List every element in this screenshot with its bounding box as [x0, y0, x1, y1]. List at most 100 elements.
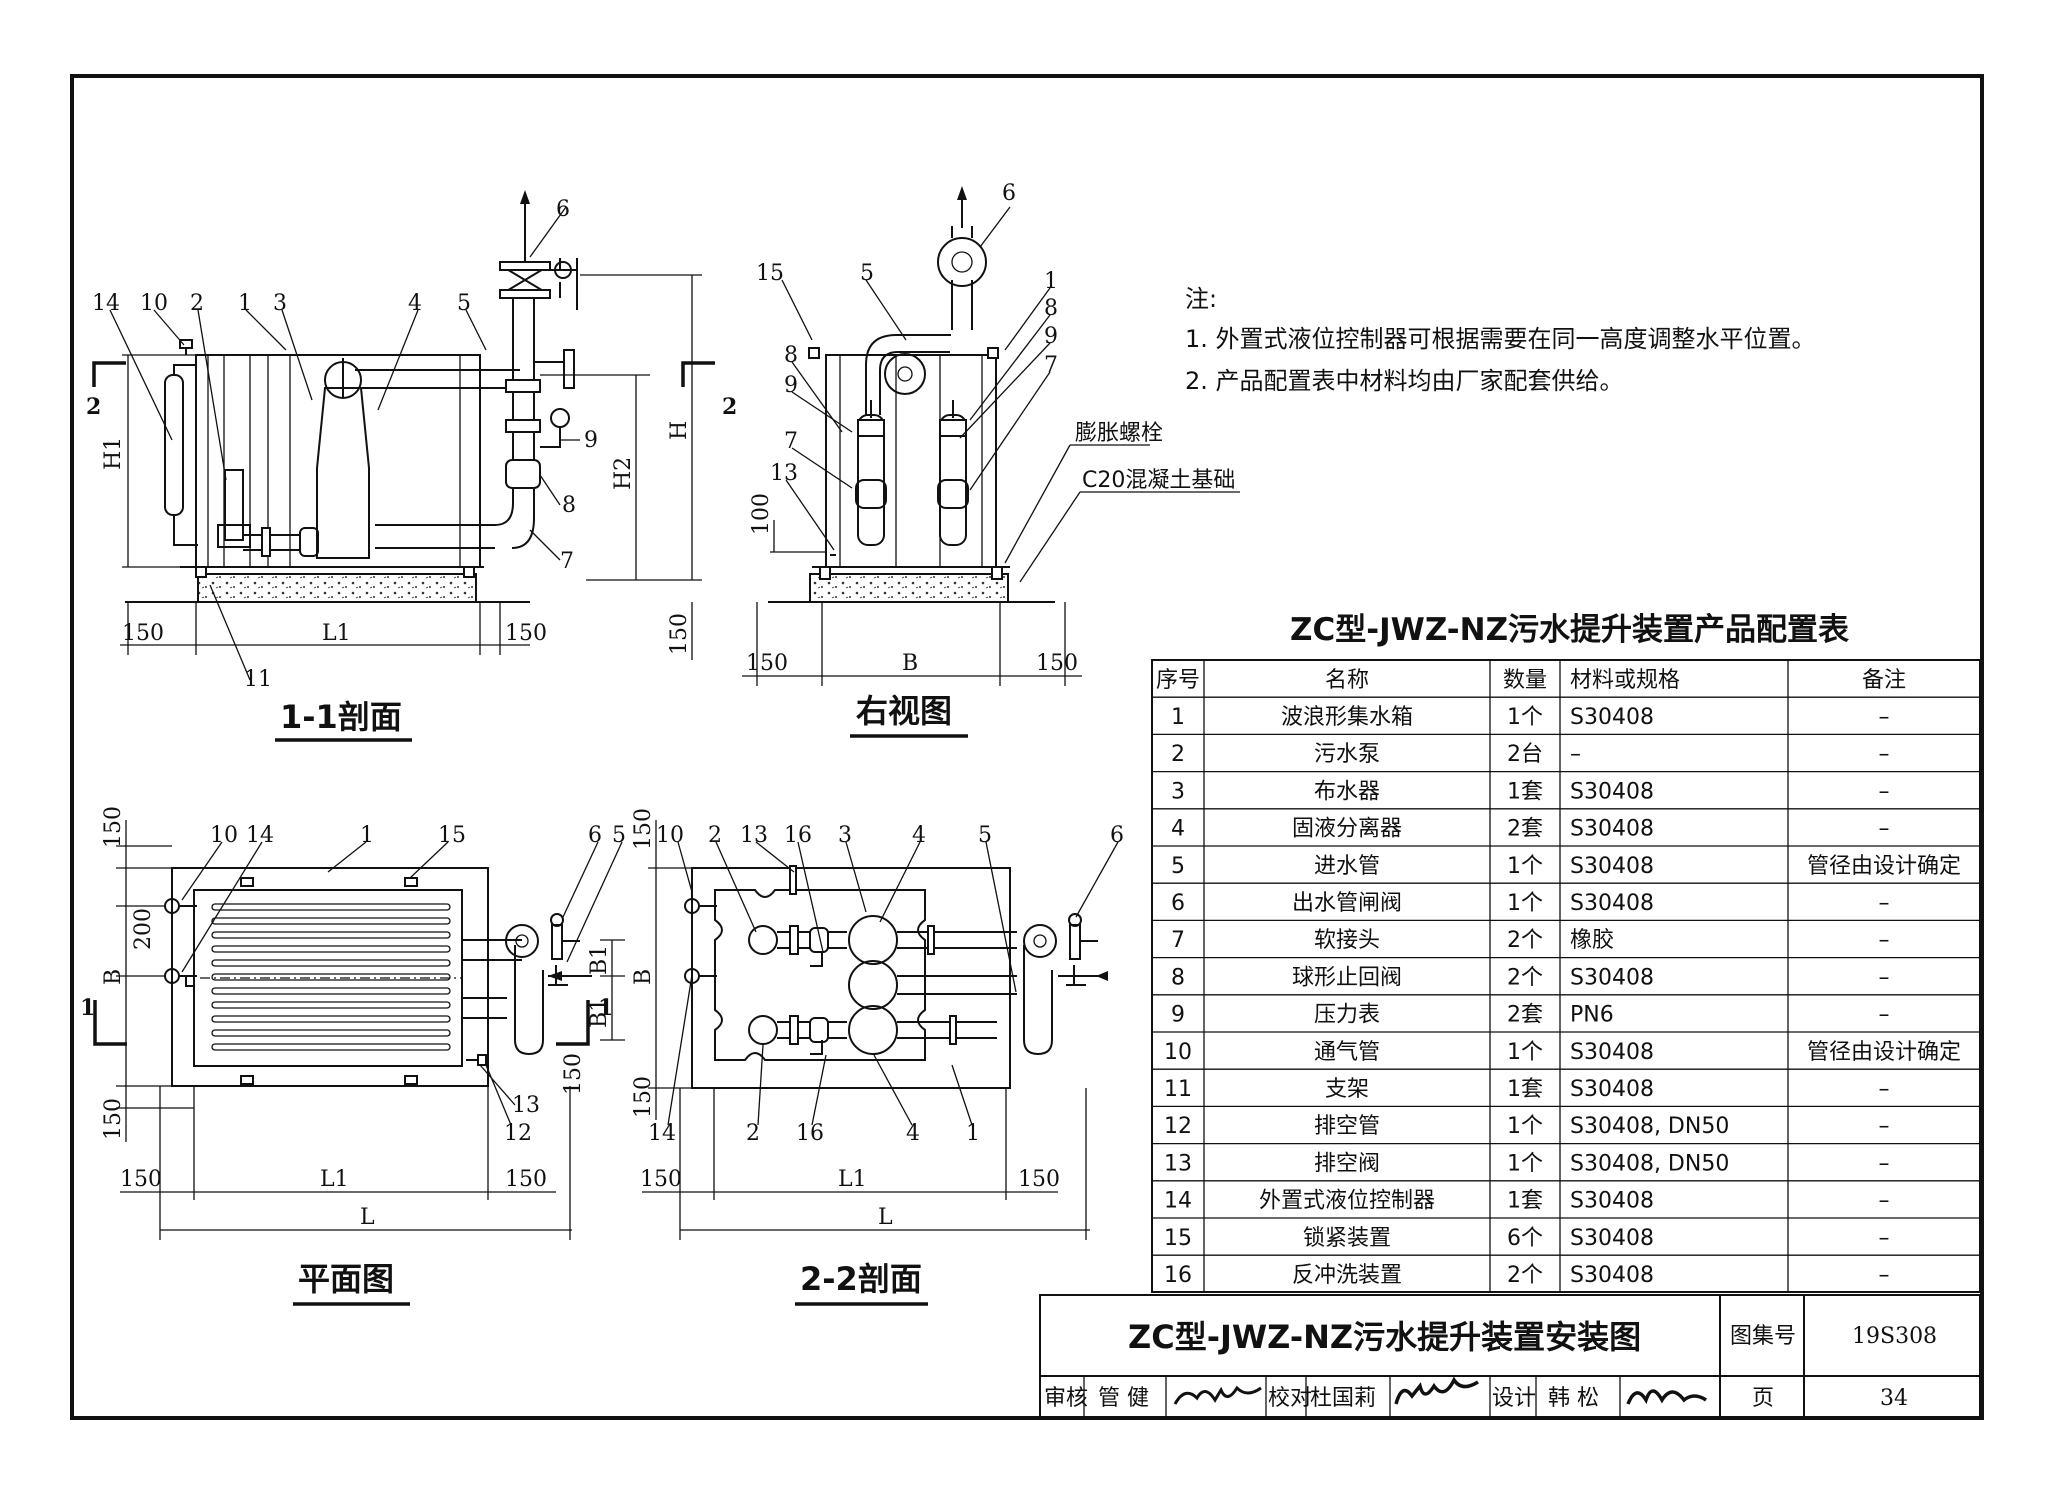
table-cell: S30408: [1570, 1077, 1654, 1102]
drawing-title: ZC型-JWZ-NZ污水提升装置安装图: [1128, 1318, 1641, 1356]
svg-text:H2: H2: [611, 457, 636, 490]
svg-text:7: 7: [1044, 353, 1058, 378]
table-grid: [1152, 660, 1980, 1293]
svg-text:4: 4: [408, 291, 422, 316]
table-cell: 通气管: [1314, 1040, 1380, 1065]
svg-text:10: 10: [210, 823, 238, 848]
table-cell: –: [1879, 705, 1890, 730]
table-cell: S30408: [1570, 1189, 1654, 1214]
svg-text:B: B: [631, 969, 656, 985]
svg-text:150: 150: [631, 1076, 656, 1118]
cut-mark-1-left: 1: [80, 995, 95, 1021]
table-cell: 压力表: [1314, 1003, 1380, 1028]
svg-text:9: 9: [584, 428, 598, 453]
svg-text:14: 14: [92, 291, 120, 316]
table-cell: S30408: [1570, 779, 1654, 804]
svg-text:9: 9: [784, 373, 798, 398]
svg-text:16: 16: [784, 823, 812, 848]
table-cell: –: [1879, 965, 1890, 990]
note-2: 2. 产品配置表中材料均由厂家配套供给。: [1185, 367, 1624, 395]
table-cell: –: [1879, 817, 1890, 842]
table-cell: 外置式液位控制器: [1259, 1189, 1435, 1214]
plan-corrugation-lines: [211, 903, 451, 1051]
sheet-frame: [70, 74, 1984, 1420]
svg-text:1: 1: [966, 1121, 980, 1146]
table-cell: 管径由设计确定: [1807, 1040, 1961, 1065]
svg-text:10: 10: [140, 291, 168, 316]
table-cell: S30408: [1570, 705, 1654, 730]
svg-text:2: 2: [746, 1121, 760, 1146]
svg-text:14: 14: [246, 823, 274, 848]
svg-text:7: 7: [560, 549, 574, 574]
table-cell: –: [1879, 1077, 1890, 1102]
table-cell: 2个: [1507, 965, 1543, 990]
table-cell: –: [1879, 1189, 1890, 1214]
table-cell: 4: [1171, 817, 1185, 842]
svg-text:150: 150: [120, 1167, 162, 1192]
svg-text:11: 11: [244, 667, 272, 692]
table-cell: 1套: [1507, 779, 1543, 804]
svg-text:10: 10: [656, 823, 684, 848]
svg-text:B1: B1: [587, 945, 612, 975]
svg-text:6: 6: [588, 823, 602, 848]
table-cell: –: [1879, 742, 1890, 767]
table-cell: 球形止回阀: [1292, 965, 1402, 990]
svg-text:200: 200: [131, 908, 156, 950]
svg-text:L: L: [878, 1205, 893, 1230]
table-cell: –: [1879, 1003, 1890, 1028]
svg-text:1: 1: [360, 823, 374, 848]
table-cell: 13: [1164, 1151, 1192, 1176]
table-cell: –: [1879, 779, 1890, 804]
svg-text:4: 4: [906, 1121, 920, 1146]
table-cell: 11: [1164, 1077, 1192, 1102]
table-cell: 15: [1164, 1226, 1192, 1251]
title-block: ZC型-JWZ-NZ污水提升装置安装图 图集号 19S308 页 34 审核 管…: [1039, 1294, 1981, 1419]
svg-text:150: 150: [101, 806, 126, 848]
table-cell: 出水管闸阀: [1292, 891, 1402, 916]
table-cell: –: [1879, 1114, 1890, 1139]
svg-text:B1: B1: [587, 998, 612, 1028]
svg-text:L1: L1: [322, 621, 351, 646]
table-cell: 6个: [1507, 1226, 1543, 1251]
table-cell: 软接头: [1314, 928, 1380, 953]
table-cell: 1个: [1507, 705, 1543, 730]
table-cell: S30408: [1570, 1226, 1654, 1251]
table-cell: S30408: [1570, 1263, 1654, 1288]
svg-text:5: 5: [978, 823, 992, 848]
table-cell: 9: [1171, 1003, 1185, 1028]
table-header-cell: 材料或规格: [1570, 668, 1680, 693]
signature-design: [1626, 1389, 1707, 1405]
table-cell: 2个: [1507, 1263, 1543, 1288]
table-cell: –: [1570, 742, 1581, 767]
signature-review: [1173, 1385, 1262, 1405]
table-title: ZC型-JWZ-NZ污水提升装置产品配置表: [1290, 612, 1849, 648]
right-view: 15 5 6 1 8 9 7 8 9 7 13 膨胀螺栓 C20混凝土基础 10…: [742, 181, 1240, 738]
svg-text:1: 1: [1044, 269, 1058, 294]
svg-text:9: 9: [1044, 324, 1058, 349]
cut-mark-2-left: 2: [86, 394, 101, 420]
table-cell: –: [1879, 1263, 1890, 1288]
svg-text:150: 150: [1036, 651, 1078, 676]
table-cell: –: [1879, 1151, 1890, 1176]
notes-block: 注: 1. 外置式液位控制器可根据需要在同一高度调整水平位置。 2. 产品配置表…: [1185, 285, 1816, 395]
table-cell: 5: [1171, 854, 1185, 879]
table-header-cell: 备注: [1862, 668, 1906, 693]
table-cell: 3: [1171, 779, 1185, 804]
review-name: 管 健: [1098, 1386, 1149, 1411]
svg-text:150: 150: [561, 1053, 586, 1095]
plan-view: 10 14 1 15 6 5 13 12 1 1 150 200 B 150: [80, 806, 626, 1306]
table-cell: 1套: [1507, 1189, 1543, 1214]
table-cell: S30408, DN50: [1570, 1114, 1729, 1139]
svg-text:1: 1: [238, 291, 252, 316]
svg-text:150: 150: [1018, 1167, 1060, 1192]
svg-text:H1: H1: [101, 437, 126, 470]
table-cell: 14: [1164, 1189, 1192, 1214]
table-cell: 1套: [1507, 1077, 1543, 1102]
svg-text:150: 150: [101, 1098, 126, 1140]
table-cell: S30408: [1570, 817, 1654, 842]
cut-mark-1-right: 1: [598, 995, 613, 1021]
svg-text:3: 3: [273, 291, 287, 316]
table-cell: 1个: [1507, 854, 1543, 879]
svg-text:6: 6: [1110, 823, 1124, 848]
